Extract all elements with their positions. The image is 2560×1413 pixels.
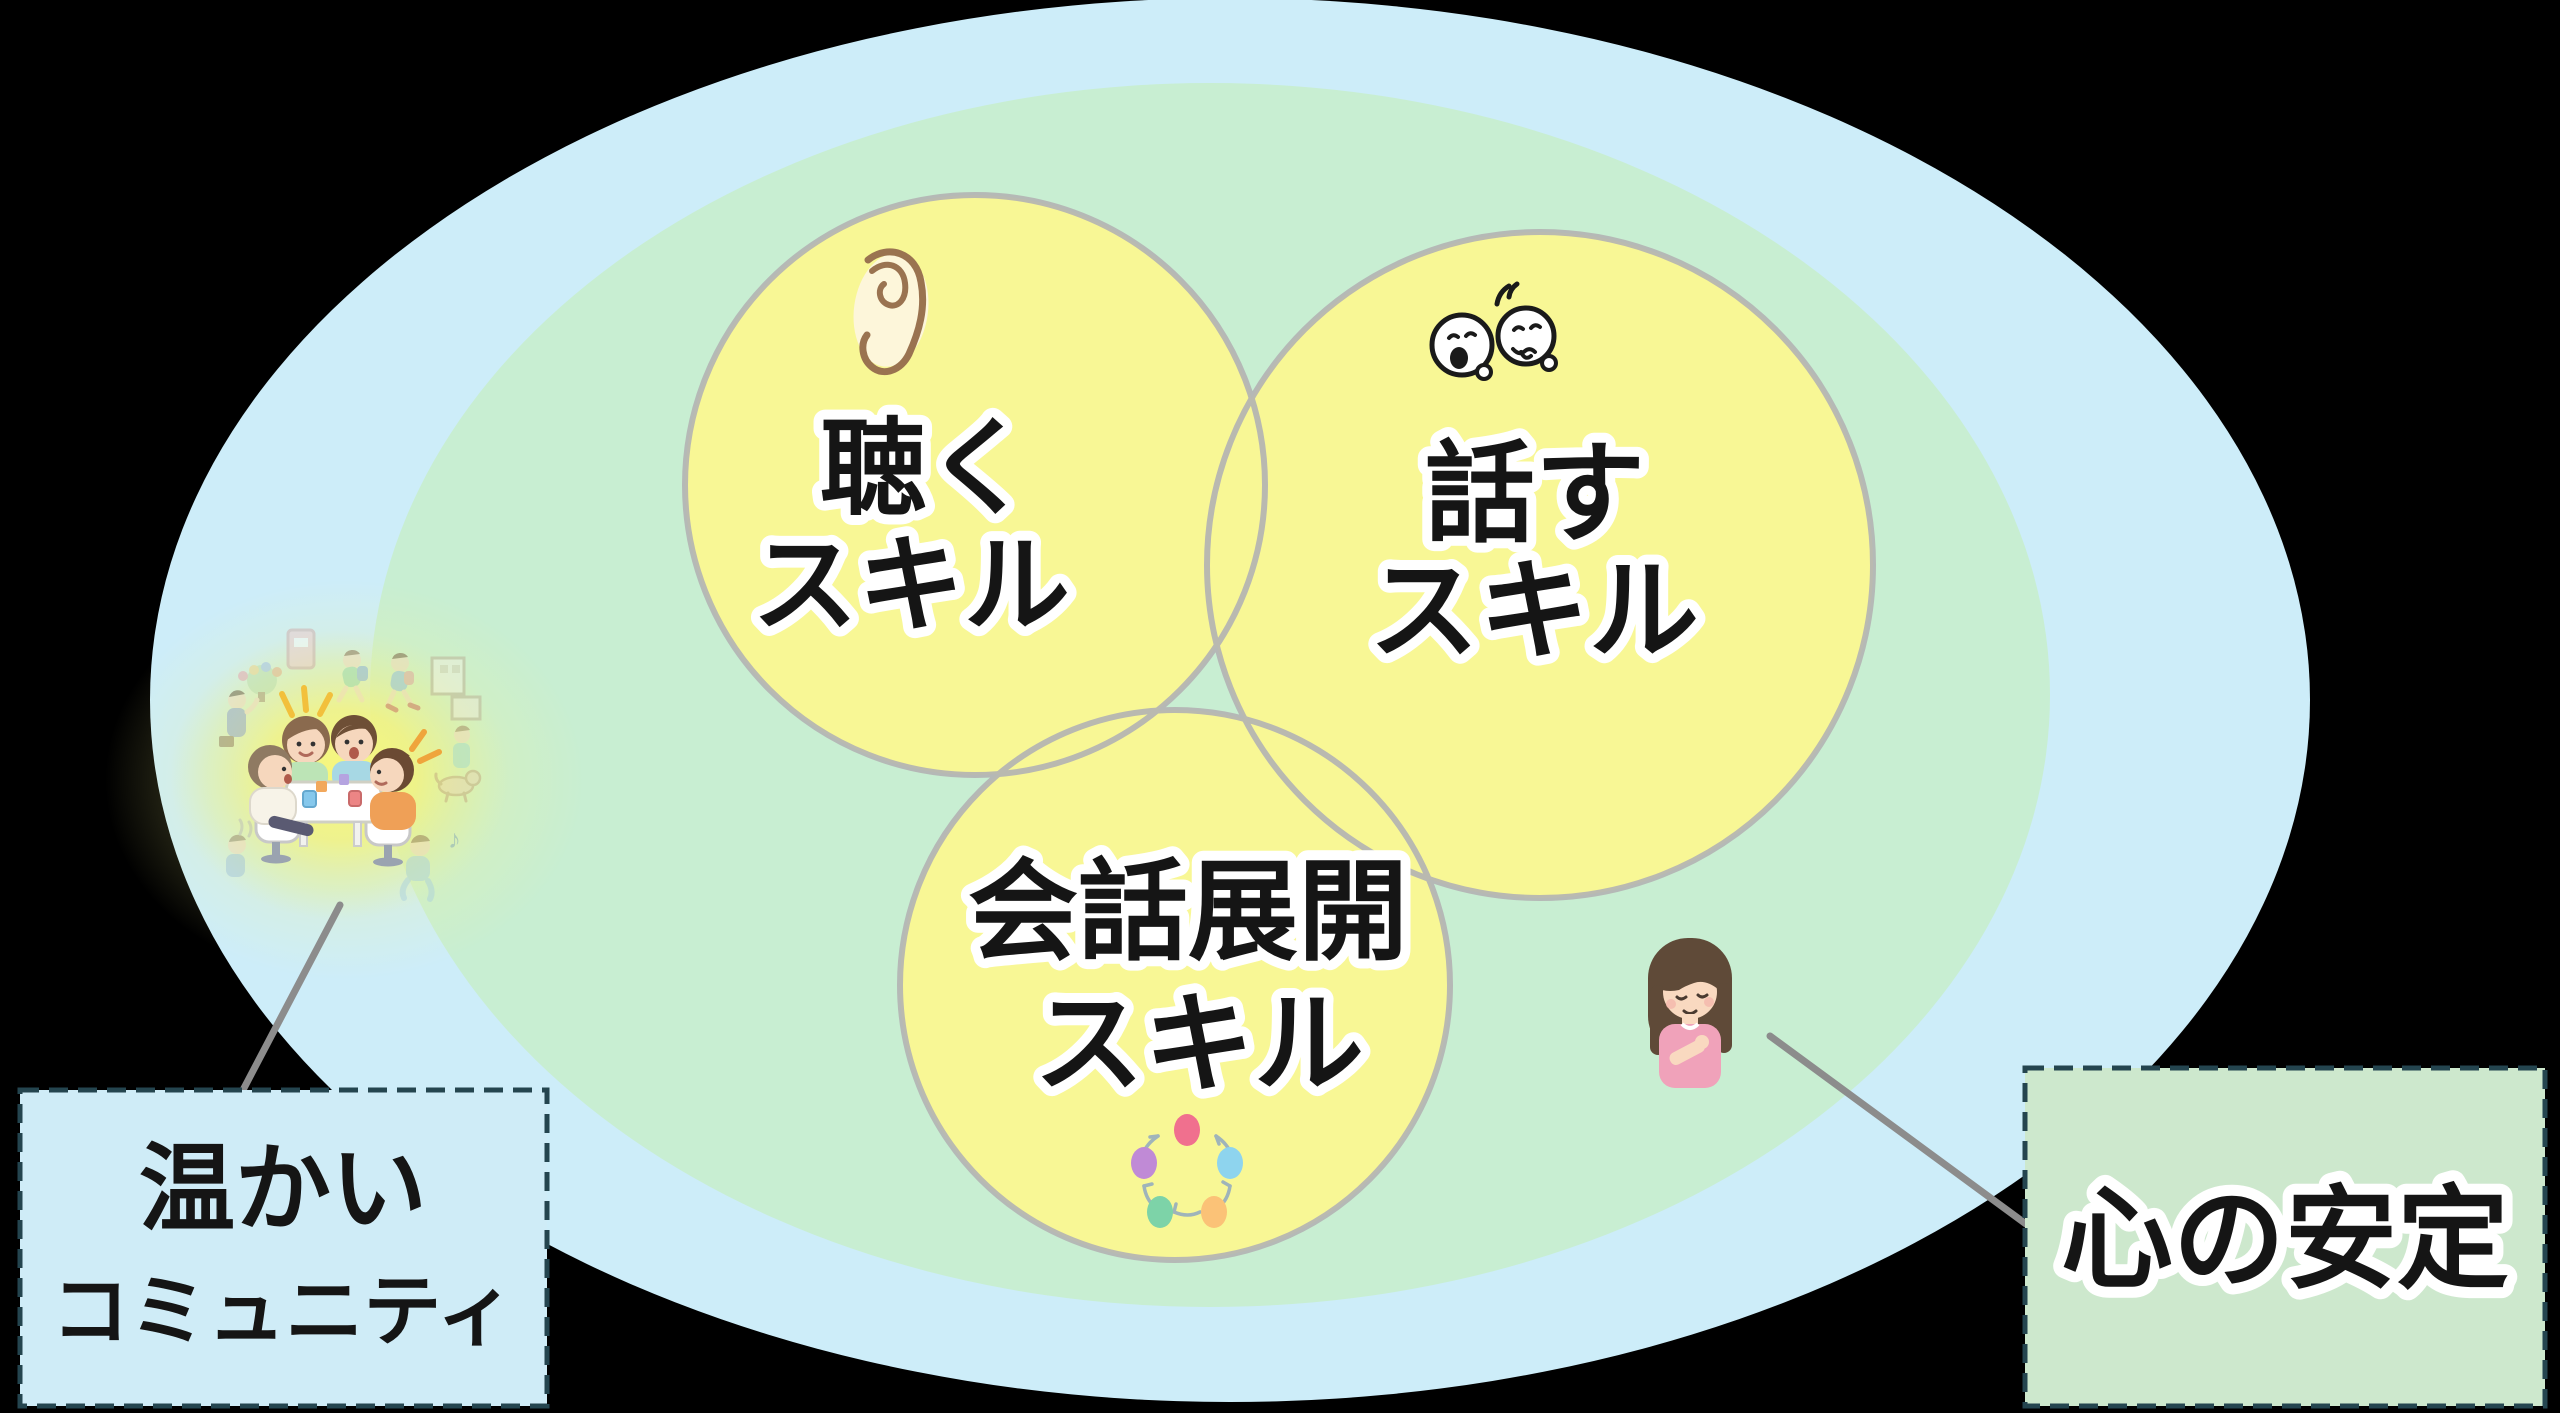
skill-circle-conversation xyxy=(900,710,1450,1260)
community-box: 温かい コミュニティ xyxy=(17,1087,550,1409)
speaking-label-line1: 話す xyxy=(1425,433,1645,556)
spark-marks-left xyxy=(279,685,333,718)
connector-line-stability xyxy=(1766,1032,2030,1228)
stability-box-label: 心の安定 xyxy=(2061,1177,2509,1302)
community-box-line2: コミュニティ xyxy=(51,1267,514,1355)
connector-line-community xyxy=(239,901,344,1094)
conversation-label-line2: スキル xyxy=(1034,983,1364,1106)
speaking-label-line2: スキル xyxy=(1369,550,1699,673)
ear-icon xyxy=(853,248,929,375)
five-step-cycle-icon xyxy=(1131,1114,1243,1228)
stability-box: 心の安定 xyxy=(2022,1065,2548,1409)
table-talk-scene xyxy=(248,685,442,867)
conversation-label-line1: 会話展開 xyxy=(968,851,1408,974)
music-note-icon: ♪ xyxy=(448,824,461,854)
skill-circle-listening xyxy=(685,195,1265,775)
skill-circle-speaking xyxy=(1207,232,1873,898)
faded-neighborhood-doodles: ♪ xyxy=(219,628,482,902)
community-box-border xyxy=(17,1087,550,1409)
community-box-line1: 温かい xyxy=(139,1136,427,1243)
skill-circle-borders xyxy=(682,192,1876,1263)
stability-box-border xyxy=(2022,1065,2548,1409)
spark-marks-right xyxy=(409,729,442,764)
talking-faces-icon xyxy=(1429,281,1558,381)
cycle-arrows xyxy=(1140,1134,1234,1217)
skill-circle-labels: 聴く スキル 話す スキル 会話展開 スキル xyxy=(742,400,1709,1116)
listening-label-line2: スキル xyxy=(752,527,1070,645)
community-gathering-illustration: ♪ xyxy=(105,580,585,980)
calm-girl-illustration xyxy=(1648,938,1732,1088)
listening-label-line1: 聴く xyxy=(820,410,1032,528)
